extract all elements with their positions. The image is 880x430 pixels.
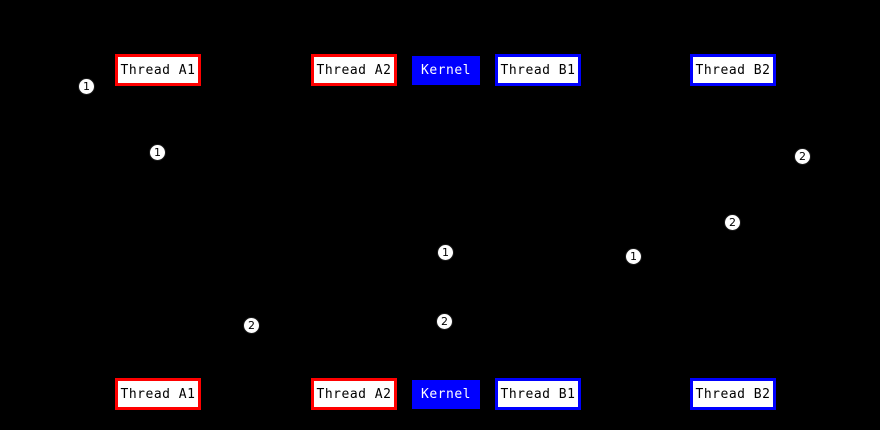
participant-label: Thread A1 [120, 62, 196, 78]
participant-label: Thread B1 [500, 62, 576, 78]
message-arrow-2 [343, 160, 538, 161]
participant-box-top-thread-b2[interactable]: Thread B2 [690, 54, 776, 86]
lifeline-kernel [446, 86, 447, 378]
participant-box-bottom-thread-b1[interactable]: Thread B1 [495, 378, 581, 410]
sequence-marker-label: 1 [83, 80, 90, 93]
sequence-marker: 2 [724, 214, 741, 231]
participant-label: Thread B2 [695, 386, 771, 402]
sequence-marker: 2 [243, 317, 260, 334]
participant-box-top-thread-b1[interactable]: Thread B1 [495, 54, 581, 86]
sequence-marker: 2 [794, 148, 811, 165]
message-arrow-3 [446, 247, 539, 253]
sequence-marker: 1 [625, 248, 642, 265]
participant-label: Thread B1 [500, 386, 576, 402]
participant-box-top-thread-a1[interactable]: Thread A1 [115, 54, 201, 86]
sequence-marker-label: 1 [630, 250, 637, 263]
sequence-marker: 1 [437, 244, 454, 261]
lifeline-thread-a2 [354, 86, 355, 378]
sequence-marker-label: 2 [799, 150, 806, 163]
participant-label: Thread A2 [316, 62, 392, 78]
participant-label: Kernel [421, 387, 471, 402]
participant-box-bottom-thread-a2[interactable]: Thread A2 [311, 378, 397, 410]
sequence-marker: 1 [149, 144, 166, 161]
participant-box-bottom-thread-a1[interactable]: Thread A1 [115, 378, 201, 410]
sequence-marker-label: 2 [729, 216, 736, 229]
lifeline-thread-b2 [733, 86, 734, 378]
message-arrow-1 [158, 137, 447, 143]
lifeline-thread-b1 [538, 86, 539, 378]
participant-box-bottom-kernel[interactable]: Kernel [412, 380, 480, 409]
participant-label: Thread A2 [316, 386, 392, 402]
message-arrow-4 [354, 315, 447, 321]
participant-box-top-thread-a2[interactable]: Thread A2 [311, 54, 397, 86]
sequence-marker-label: 1 [154, 146, 161, 159]
sequence-marker-label: 1 [442, 246, 449, 259]
sequence-marker-label: 2 [441, 315, 448, 328]
participant-label: Kernel [421, 63, 471, 78]
sequence-marker: 1 [78, 78, 95, 95]
participant-box-bottom-thread-b2[interactable]: Thread B2 [690, 378, 776, 410]
participant-label: Thread B2 [695, 62, 771, 78]
lifeline-thread-a1 [158, 86, 159, 378]
participant-label: Thread A1 [120, 386, 196, 402]
participant-box-top-kernel[interactable]: Kernel [412, 56, 480, 85]
sequence-marker: 2 [436, 313, 453, 330]
sequence-marker-label: 2 [248, 319, 255, 332]
